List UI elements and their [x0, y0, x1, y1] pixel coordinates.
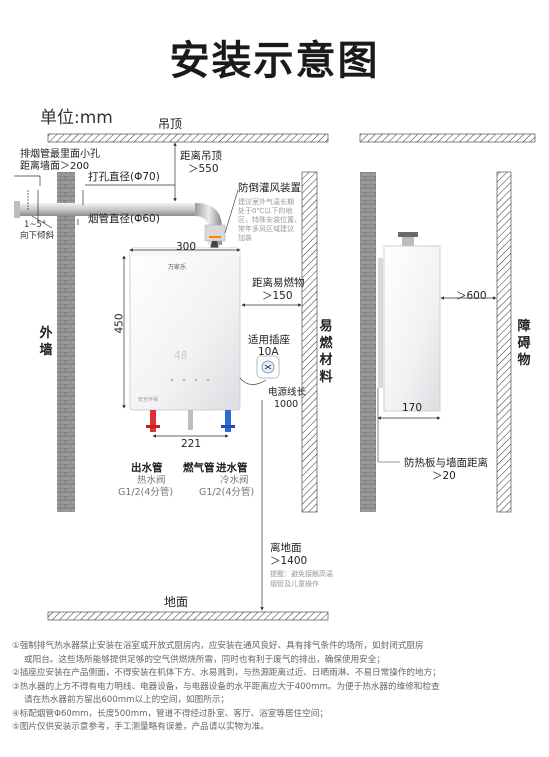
cord-label-1: 电源线长	[268, 387, 307, 398]
anti-wind-label: 防倒灌风装置	[238, 182, 301, 194]
cold-valve-label: 冷水阀	[220, 475, 249, 486]
flue-hole-label-2: 距离墙面＞200	[20, 161, 90, 172]
width-300-label: 300	[176, 241, 197, 253]
install-notes: ①强制排气热水器禁止安装在浴室或开放式厨房内，应安装在通风良好、具有排气条件的场…	[12, 640, 542, 735]
heatboard-label-1: 防热板与墙面距离	[404, 457, 488, 469]
ceiling-dist-label-1: 距离吊顶	[180, 150, 222, 162]
side-wall	[360, 172, 376, 512]
ceiling-right	[359, 133, 536, 143]
cold-valve-size: G1/2(4分管)	[199, 487, 255, 498]
hot-valve-label: 热水阀	[137, 475, 166, 486]
page-title: 安装示意图	[169, 38, 380, 84]
note-1a: ①强制排气热水器禁止安装在浴室或开放式厨房内，应安装在通风良好、具有排气条件的场…	[12, 641, 424, 651]
heater-side	[383, 245, 441, 412]
flue-hole-label-1: 排烟管最里面小孔	[20, 149, 100, 160]
outer-wall-label: 外墙	[39, 326, 53, 358]
warn-label-1: 提醒：避免接触高温	[270, 570, 333, 578]
unit-label: 单位:mm	[40, 108, 113, 128]
flammable-wall	[301, 171, 318, 513]
flammable-dist-label-2: ＞150	[262, 290, 293, 302]
socket-label-2: 10A	[258, 346, 279, 358]
obstacle-dist-label: ＞600	[456, 290, 487, 302]
heatboard-label-2: ＞20	[432, 470, 456, 482]
note-3b: 请在热水器前方留出600mm以上的空间，如图所示；	[24, 695, 230, 705]
ceiling	[47, 133, 329, 143]
obstacle-wall	[496, 171, 512, 513]
obstacle-label: 障碍物	[517, 319, 531, 368]
floor	[47, 611, 329, 621]
inlet-pipe-label: 进水管	[216, 462, 248, 474]
hot-valve-size: G1/2(4分管)	[118, 487, 174, 498]
cord-label-2: 1000	[274, 399, 299, 410]
anti-wind-note-4: 常年多风区域建议	[238, 225, 294, 233]
anti-wind-device	[204, 224, 226, 242]
tilt-down-label: 向下倾斜	[20, 231, 55, 241]
gas-pipe-label: 燃气管	[183, 462, 215, 474]
anti-wind-note-1: 建议室外气温长期	[238, 198, 294, 206]
ceiling-label: 吊顶	[158, 117, 183, 131]
note-2: ②插座应安装在产品侧面，不得安装在机体下方、水易溅到，与热源距离过近、日晒雨淋、…	[12, 668, 441, 678]
cold-pipe	[225, 410, 231, 432]
installation-diagram	[14, 133, 536, 621]
power-cord	[239, 377, 267, 385]
height-450-label: 450	[113, 313, 126, 334]
note-4: ④标配烟管Φ60mm，长度500mm，管道不得经过卧室、客厅、浴室等居住空间；	[12, 708, 328, 719]
hot-pipe	[150, 410, 156, 432]
heater-front	[129, 247, 241, 411]
note-5: ⑤图片仅供安装示意参考，手工测量略有误差，产品请以实物为准。	[12, 722, 269, 732]
brand-logo: 万家乐	[168, 264, 187, 271]
warn-label-2: 烟管及儿童操作	[270, 580, 319, 588]
flue-pipe	[16, 203, 201, 216]
panel-text: 安全环保	[138, 397, 159, 403]
anti-wind-note-2: 处于0℃以下的地	[238, 207, 293, 215]
gas-pipe	[188, 410, 193, 430]
pipe-dist-label: 221	[181, 438, 202, 450]
depth-170-label: 170	[402, 402, 423, 414]
floor-label: 地面	[164, 595, 189, 609]
floor-dist-label-2: ＞1400	[270, 555, 308, 567]
anti-wind-note-3: 区，特殊安装位置、	[238, 216, 301, 224]
floor-dist-label-1: 离地面	[270, 542, 302, 554]
anti-wind-note-5: 加装	[238, 234, 252, 242]
outer-wall	[57, 172, 75, 512]
heater-display-digits: 48	[174, 349, 188, 362]
outlet-pipe-label: 出水管	[131, 462, 163, 474]
note-3a: ③热水器的上方不得有电力明线、电器设备，与电器设备的水平距离应大于400mm。为…	[12, 681, 440, 692]
flammable-label: 易燃材料	[319, 319, 333, 385]
note-1b: 或阳台。这些场所能够提供足够的空气供燃烧所需，同时也有利于废气的排出，确保使用安…	[24, 654, 385, 665]
flammable-dist-label-1: 距离易燃物	[252, 277, 305, 289]
drill-dia-label: 打孔直径(Φ70)	[88, 171, 160, 183]
socket-label-1: 适用插座	[248, 334, 290, 346]
flue-dia-label: 烟管直径(Φ60)	[88, 213, 160, 225]
tilt-angle-label: 1~5°	[24, 220, 47, 230]
ceiling-dist-label-2: ＞550	[188, 163, 219, 175]
